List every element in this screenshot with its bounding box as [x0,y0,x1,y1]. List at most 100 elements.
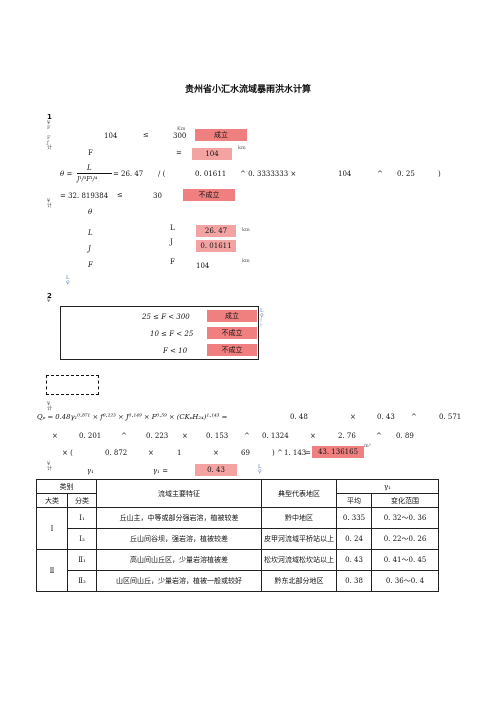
section-2-side-note: L♀!! [260,308,264,329]
theta-limit: 30 [153,192,162,200]
param-F-sym: F [88,261,93,269]
qp-l3-4: × [213,449,219,457]
table-row: Ⅰ₂ 丘山间谷坝，强岩溶，植被较差 皮甲河流域平桥站以上 0. 24 0. 22… [37,528,439,550]
cell-region: 黔中地区 [261,507,337,529]
param-J-value-cell: 0. 01611 [196,240,236,252]
theta-J-value: 0. 01611 [195,170,227,178]
th-small: 分类 [67,493,97,508]
qp-l2-0: × [52,432,58,440]
param-note-mark: L♀ [66,275,70,286]
cell-range: 0. 32～0. 36 [371,507,439,529]
cell-region: 皮甲河流域平桥站以上 [261,528,337,550]
theta-cmp: ≤ [117,191,123,199]
section-2-box [60,306,259,360]
th-big: 大类 [36,493,68,508]
theta-L-value: 26. 47 [121,170,144,178]
cell-feature: 山区间山丘，少量岩溶，植被一般或较好 [96,570,262,592]
section-1-number: 1 [47,113,52,121]
theta-eq: = [113,170,119,178]
F-value-cell: 104 [192,148,232,160]
formula-side-mark: ¥计 [47,401,53,412]
page-title: 贵州省小汇水流域暴雨洪水计算 [184,85,311,95]
table-row: Ⅱ₂ 山区间山丘，少量岩溶，植被一般或较好 黔东北部分地区 0. 38 0. 3… [37,570,439,592]
cond-high: 300 [173,132,187,140]
cond-unit: Km [177,126,186,132]
dashed-placeholder-box [46,375,99,395]
cell-avg: 0. 24 [336,528,372,550]
qp-l2-8: × [310,432,316,440]
qp-l3-2: × [148,449,154,457]
gamma-label: γ₁ [87,467,94,475]
cell-region: 松坎河流域松坎站以上 [261,549,337,571]
th-avg: 平均 [336,493,372,508]
gamma-note-mark: L♀ [258,464,262,475]
qp-x1: × [350,413,356,421]
F-eq: = [176,149,182,157]
qp-l3-8: = [305,449,311,457]
cell-avg: 0. 335 [336,507,372,529]
qp-l2-5: 0. 153 [206,432,229,440]
theta-result: = 32. 819384 [60,192,109,200]
qp-l2-2: ^ [121,432,127,440]
gamma-value-cell: 0. 43 [195,464,237,476]
cell-region: 黔东北部分地区 [261,570,337,592]
theta-numerator: L [87,164,92,172]
qp-l3-3: 1 [177,449,182,457]
theta-verdict-cell: 不成立 [183,189,235,201]
qp-v2: 0. 43 [377,413,395,421]
cell-avg: 0. 43 [336,549,372,571]
th-type: 类别 [36,479,97,494]
qp-result-cell: 43. 136165 [312,446,364,458]
qp-result-unit: m³ [364,443,371,449]
qp-l2-10: ^ [376,432,382,440]
th-feature: 流域主要特征 [96,479,262,508]
param-L-value-cell: 26. 47 [196,225,236,237]
qp-l2-4: × [182,432,188,440]
qp-formula: Qₚ = 0.48γ₁⁰·⁸⁷¹ × f⁰·²²³ × J⁰·¹⁴⁹ × F⁰·… [37,413,228,421]
param-L-sym: L [88,229,93,237]
theta-exp: 0. 25 [397,170,415,178]
F-label: F [88,149,93,157]
cell-feature: 丘山主，中等或部分强岩溶，植被较差 [96,507,262,529]
theta-op: / ( [158,170,166,178]
th-region: 典型代表地区 [261,479,337,508]
cell-big: Ⅰ [36,507,68,550]
qp-l3-7: 1. 143 [284,449,307,457]
cell-small: Ⅰ₂ [67,528,97,550]
cond-low: 104 [104,132,118,140]
table-row: Ⅰ Ⅰ₁ 丘山主，中等或部分强岩溶，植被较差 黔中地区 0. 335 0. 32… [36,507,439,550]
theta-pow1: ^ 0. 3333333 × [240,170,297,178]
section-2-number: 2 [47,292,52,300]
cell-small: Ⅰ₁ [67,507,97,529]
param-F-label: F [170,258,175,266]
zone-result-2: 不成立 [207,327,257,339]
cell-range: 0. 41～0. 45 [371,549,439,571]
qp-l2-9: 2. 76 [338,432,356,440]
qp-l2-7: 0. 1324 [262,432,289,440]
theta-F-value: 104 [338,170,352,178]
qp-l3-1: 0. 872 [105,449,128,457]
theta-pow2: ^ [377,170,383,178]
qp-l3-5: 69 [241,449,250,457]
gamma-side-mark: ¥计 [47,461,53,472]
cell-big: Ⅱ [36,549,68,592]
param-F-unit: km [242,258,250,264]
zone-result-3: 不成立 [207,344,257,356]
gamma-eq: γ₁ = [153,467,169,475]
F-unit: km [238,145,246,151]
zone-cond-2: 10 ≤ F < 25 [150,330,194,338]
param-L-unit: km [242,227,250,233]
section-1-side-mark-2: ¥计 [47,198,53,209]
table-row: Ⅱ Ⅱ₁ 高山间山丘区，少量岩溶植被差 松坎河流域松坎站以上 0. 43 0. … [36,549,439,592]
param-L-label: L [170,224,175,232]
th-range: 变化范围 [371,493,439,508]
qp-l3-0: × ( [62,449,73,457]
cell-avg: 0. 38 [336,570,372,592]
theta-close: ) [438,170,441,178]
param-F-value: 104 [196,262,210,270]
th-gamma: γ₁ [336,479,439,494]
param-theta-sym: θ [88,208,93,216]
qp-l2-11: 0. 89 [396,432,414,440]
cell-feature: 高山间山丘区，少量岩溶植被差 [96,549,262,571]
